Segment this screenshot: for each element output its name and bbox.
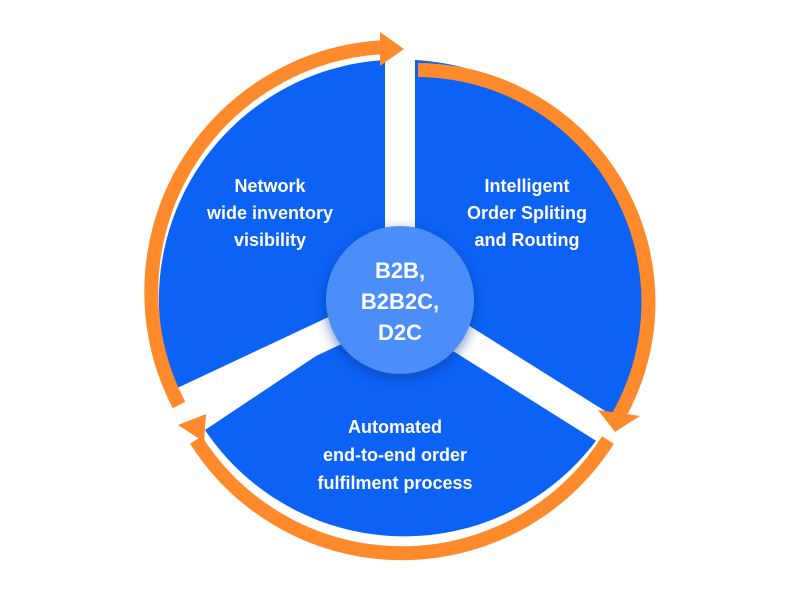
ring-arc-right [417,63,656,426]
segment-fulfilment-line-3: fulfilment process [317,473,472,493]
segment-inventory-line-1: Network [234,176,306,196]
segment-routing-line-2: Order Spliting [467,203,587,223]
segment-inventory-line-2: wide inventory [206,203,333,223]
arrow-head-icon [178,414,206,442]
hub-circle [326,226,474,374]
ring-arc-left [144,40,389,409]
arrow-head-icon [380,32,404,66]
hub-line-1: B2B, [375,258,425,283]
segment-inventory-line-3: visibility [234,230,306,250]
ring-arc-bottom [190,436,614,561]
segment-routing-line-1: Intelligent [485,176,570,196]
segment-routing-line-3: and Routing [475,230,580,250]
arrow-head-icon [598,410,640,432]
segment-fulfilment-line-1: Automated [348,417,442,437]
segment-fulfilment [205,300,605,537]
hub-line-2: B2B2C, [361,289,439,314]
segment-fulfilment-line-2: end-to-end order [323,445,467,465]
hub-line-3: D2C [378,320,422,345]
